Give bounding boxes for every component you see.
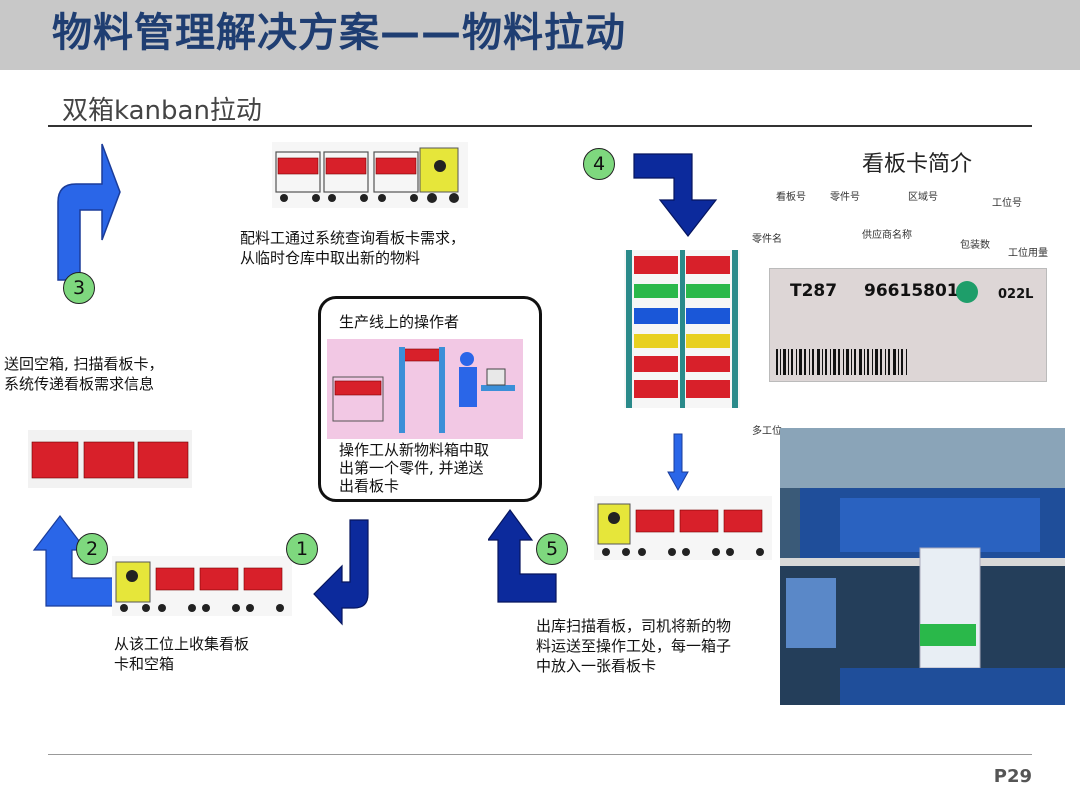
zone-dot-icon <box>956 281 978 303</box>
step-3-badge: 3 <box>63 272 95 304</box>
caption-bottom-right-line: 中放入一张看板卡 <box>536 657 657 675</box>
kanban-label: 工位用量 <box>1008 248 1048 259</box>
factory-floor-photo <box>780 428 1065 705</box>
caption-left-line: 送回空箱, 扫描看板卡， <box>4 355 164 373</box>
step-2-badge: 2 <box>76 533 108 565</box>
operator-callout: 生产线上的操作者 操作工从新物料箱中取 出第一个零件, 并递送 出看板卡 <box>318 296 542 502</box>
operator-workstation-image <box>327 339 523 439</box>
card-text: 022L <box>998 287 1034 302</box>
returned-bins-image <box>28 430 192 488</box>
operator-callout-title: 生产线上的操作者 <box>339 313 460 331</box>
caption-top: 配料工通过系统查询看板卡需求， 从临时仓库中取出新的物料 <box>240 228 465 268</box>
step-3-arrow-icon <box>57 143 121 281</box>
caption-top-line: 配料工通过系统查询看板卡需求， <box>240 229 466 247</box>
footer-divider <box>48 754 1032 755</box>
page-title: 物料管理解决方案——物料拉动 <box>52 10 626 56</box>
bottom-left-forklift-image <box>112 556 292 616</box>
step-5-arrow-icon <box>488 508 557 603</box>
caption-bottom-left: 从该工位上收集看板 卡和空箱 <box>114 634 249 674</box>
caption-bottom-left-line: 卡和空箱 <box>114 655 175 673</box>
title-bar <box>0 0 1080 70</box>
caption-left-line: 系统传递看板需求信息 <box>4 375 155 393</box>
kanban-card-title: 看板卡简介 <box>862 152 973 177</box>
header-divider <box>48 125 1032 127</box>
kanban-label: 供应商名称 <box>862 230 912 241</box>
step-1-badge: 1 <box>286 533 318 565</box>
kanban-card-image: T287 96615801 022L <box>769 268 1047 382</box>
step-1-arrow-icon <box>313 519 369 626</box>
down-arrow-icon <box>667 433 689 492</box>
barcode-icon <box>776 349 907 375</box>
top-forklift-train-image <box>272 142 468 208</box>
caption-bottom-right: 出库扫描看板，司机将新的物 料运送至操作工处，每一箱子 中放入一张看板卡 <box>536 616 731 676</box>
operator-callout-line: 操作工从新物料箱中取 <box>339 441 490 459</box>
step-4-badge: 4 <box>583 148 615 180</box>
step-5-badge: 5 <box>536 533 568 565</box>
caption-bottom-left-line: 从该工位上收集看板 <box>114 635 250 653</box>
kanban-label: 工位号 <box>992 198 1022 209</box>
caption-bottom-right-line: 出库扫描看板，司机将新的物 <box>536 617 732 635</box>
kanban-label: 零件号 <box>830 192 860 203</box>
kanban-label: 看板号 <box>776 192 806 203</box>
kanban-label: 区域号 <box>908 192 938 203</box>
card-text: T287 <box>790 281 838 301</box>
kanban-label: 包装数 <box>960 240 990 251</box>
operator-callout-line: 出看板卡 <box>339 477 400 495</box>
page-number: P29 <box>993 766 1032 787</box>
operator-callout-text: 操作工从新物料箱中取 出第一个零件, 并递送 出看板卡 <box>339 441 489 495</box>
caption-bottom-right-line: 料运送至操作工处，每一箱子 <box>536 637 732 655</box>
card-text: 96615801 <box>864 281 959 301</box>
kanban-label: 多工位 <box>752 426 782 437</box>
caption-left: 送回空箱, 扫描看板卡， 系统传递看板需求信息 <box>4 354 164 394</box>
step-4-arrow-icon <box>633 153 718 237</box>
bottom-right-forklift-image <box>594 496 772 560</box>
operator-callout-line: 出第一个零件, 并递送 <box>339 459 484 477</box>
factory-floor-scene <box>780 428 1065 705</box>
step-2-arrow-icon <box>32 515 115 607</box>
caption-top-line: 从临时仓库中取出新的物料 <box>240 249 421 267</box>
kanban-label: 零件名 <box>752 234 782 245</box>
storage-rack-image <box>624 250 740 408</box>
page-subtitle: 双箱kanban拉动 <box>62 96 262 126</box>
